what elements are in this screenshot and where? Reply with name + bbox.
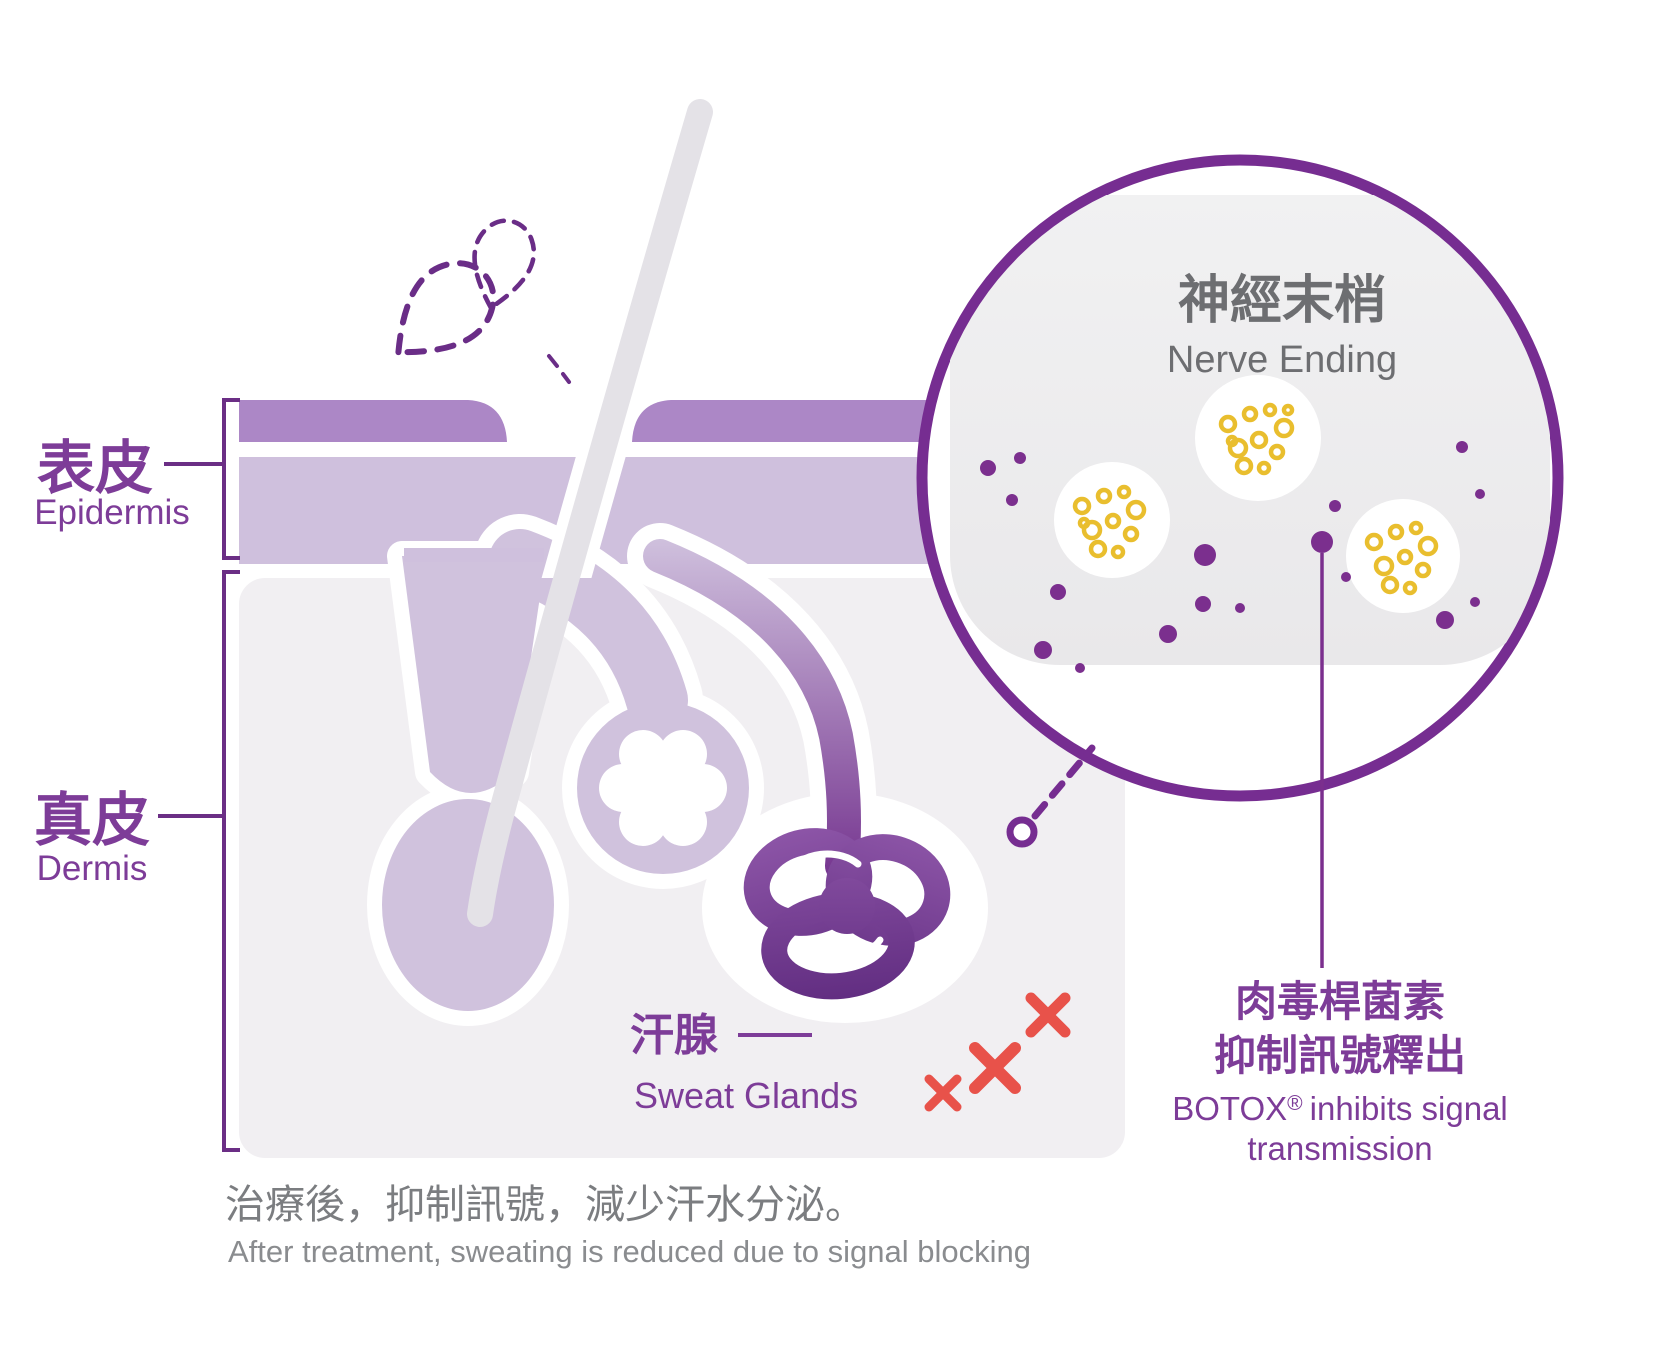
sweat-duct <box>643 539 861 883</box>
botox-brand: BOTOX <box>1172 1090 1287 1127</box>
botox-label-en-line1: BOTOX® inhibits signal <box>1172 1090 1508 1127</box>
nerve-ending-inset: 神經末梢 Nerve Ending <box>916 154 1564 968</box>
vesicle-rings <box>1072 402 1439 596</box>
red-x-icons <box>924 992 1071 1112</box>
skin-cross-section: 汗腺 Sweat Glands <box>239 88 1125 1158</box>
coil-highlights <box>786 850 884 961</box>
dermis-label-zh: 真皮 <box>34 788 150 853</box>
botox-label-zh-line2: 抑制訊號釋出 <box>1214 1032 1466 1079</box>
dashed-sweat-droplet-icons <box>395 218 571 384</box>
registered-mark: ® <box>1287 1092 1303 1115</box>
caption-en: After treatment, sweating is reduced due… <box>228 1234 1031 1269</box>
inset-contents: 神經末梢 Nerve Ending <box>950 195 1550 673</box>
sebaceous-gland-icon <box>599 730 727 846</box>
layer-labels: 表皮 Epidermis 真皮 Dermis <box>34 398 240 1152</box>
sweat-gland-label-zh: 汗腺 <box>630 1011 719 1060</box>
botox-label: 肉毒桿菌素 抑制訊號釋出 BOTOX® inhibits signal trans… <box>1172 978 1508 1167</box>
caption-zh: 治療後，抑制訊號，減少汗水分泌。 <box>225 1183 865 1227</box>
vesicle-clusters <box>1054 375 1460 613</box>
caption: 治療後，抑制訊號，減少汗水分泌。 After treatment, sweati… <box>225 1183 1031 1269</box>
sweat-gland-coil <box>743 828 951 1000</box>
hair-shaft <box>467 99 713 927</box>
botox-molecule-dots <box>980 441 1485 673</box>
connector-ring-icon <box>1006 816 1038 848</box>
dermis-label-en: Dermis <box>37 849 148 888</box>
botox-label-zh-line1: 肉毒桿菌素 <box>1235 978 1445 1025</box>
inset-title-zh: 神經末梢 <box>1178 272 1386 330</box>
botox-rest: inhibits signal <box>1310 1090 1508 1127</box>
botox-label-en-line2: transmission <box>1247 1130 1432 1167</box>
epidermis-label-zh: 表皮 <box>37 436 153 501</box>
epidermis-label-en: Epidermis <box>34 493 190 532</box>
dashed-connector-line <box>1006 744 1096 848</box>
sweat-gland-label-en: Sweat Glands <box>634 1075 858 1116</box>
epidermis-bracket <box>164 398 240 560</box>
dermis-bracket <box>158 570 240 1152</box>
inset-title-en: Nerve Ending <box>1167 339 1397 381</box>
epidermis-upper-band-left <box>239 400 507 442</box>
